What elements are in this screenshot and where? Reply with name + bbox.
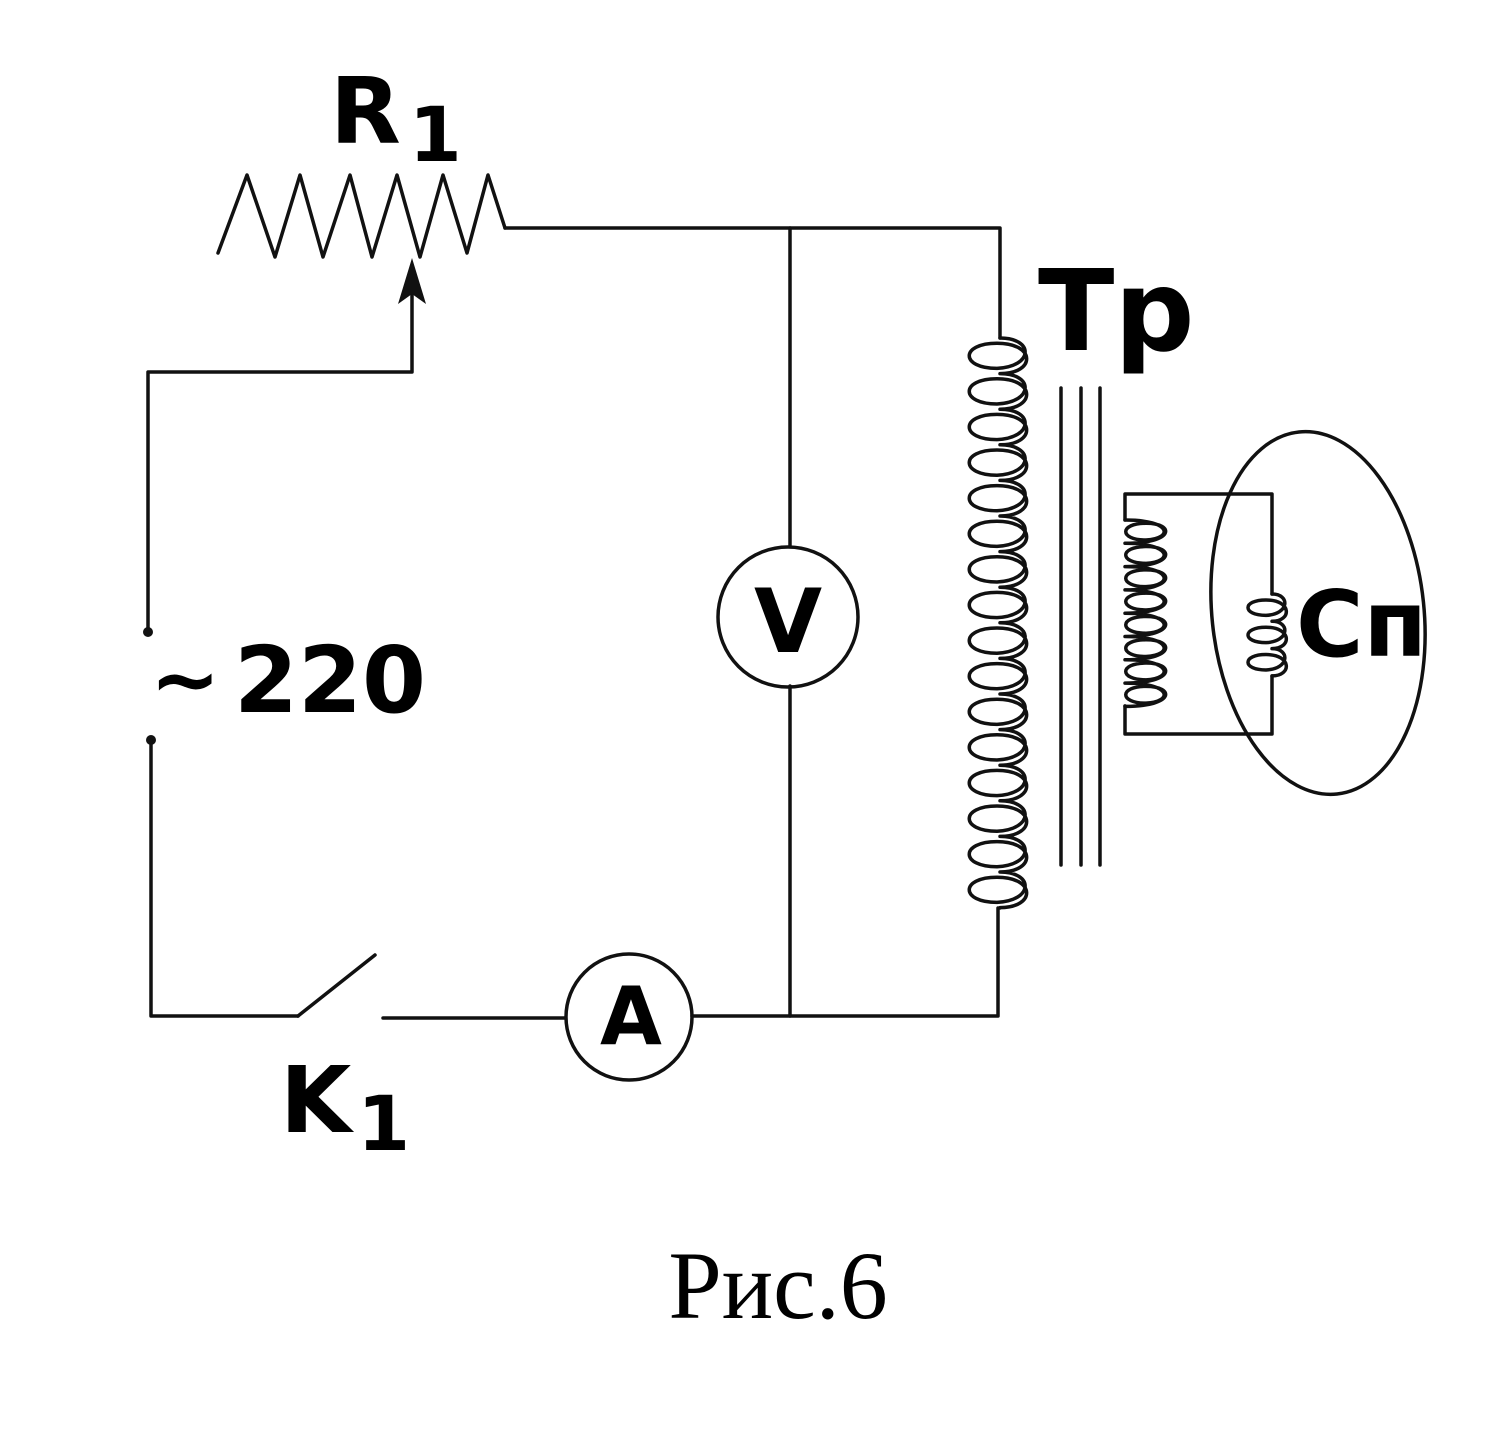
bottom-left-wire: [149, 738, 300, 1018]
secondary-loop-bottom: [1123, 674, 1274, 736]
transformer-secondary-coil: [1123, 518, 1168, 709]
slider-wire: [146, 288, 414, 634]
switch-label-main: K: [280, 1047, 355, 1154]
rheostat-label-main: R: [330, 58, 401, 165]
ammeter-label: A: [600, 970, 662, 1063]
transformer-primary-coil: [967, 336, 1029, 910]
secondary-loop-top: [1123, 492, 1274, 596]
spiral-label: Сп: [1296, 571, 1427, 678]
voltmeter-circle: [716, 545, 860, 689]
top-wire: [503, 226, 1002, 340]
rheostat-zigzag: [216, 173, 507, 259]
voltmeter-label: V: [754, 570, 822, 673]
source-terminal-top: [143, 627, 153, 637]
switch-label: K1: [280, 1047, 410, 1168]
slider-arrowhead: [398, 258, 426, 304]
switch-label-sub: 1: [357, 1079, 410, 1168]
spiral-enclosure: [1209, 429, 1427, 797]
rheostat-label-sub: 1: [409, 90, 462, 179]
source-voltage-label: 220: [234, 627, 426, 734]
spiral-coil: [1246, 592, 1289, 678]
figure-caption: Рис.6: [668, 1232, 887, 1339]
switch-blade: [296, 953, 377, 1018]
source-symbol: ~: [150, 630, 220, 728]
bottom-right-wire: [690, 906, 1000, 1018]
transformer-label: Тр: [1038, 247, 1195, 377]
